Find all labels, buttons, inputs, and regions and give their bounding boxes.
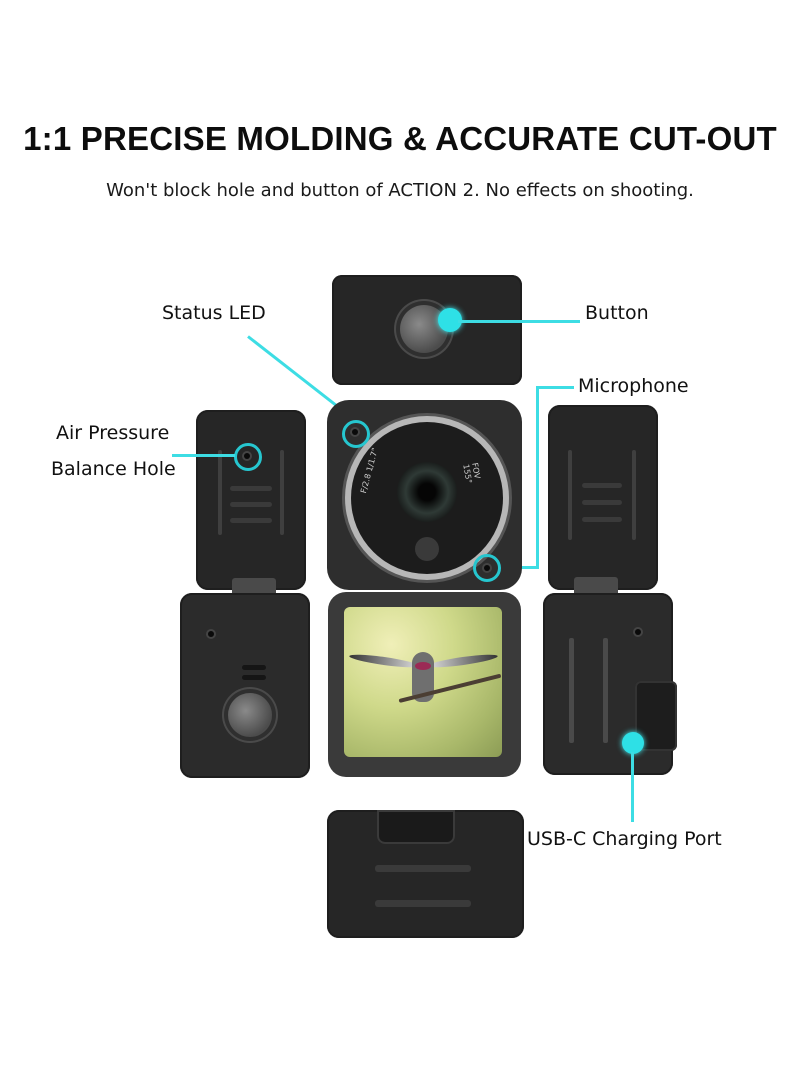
- label-air-pressure-line1: Air Pressure: [56, 422, 170, 444]
- slot: [569, 638, 574, 743]
- mic-leader-v: [536, 386, 539, 569]
- right-upper-case-piece: [548, 405, 658, 590]
- usb-c-leader-line: [631, 752, 634, 822]
- page-title: 1:1 PRECISE MOLDING & ACCURATE CUT-OUT: [23, 120, 777, 157]
- bird-left-wing: [348, 652, 420, 670]
- slot: [603, 638, 608, 743]
- bird-right-wing: [427, 652, 499, 670]
- label-button: Button: [585, 302, 649, 324]
- lens-spec-right: FOV 155°: [461, 462, 482, 485]
- mic-leader-h-top: [537, 386, 574, 389]
- bottom-hinge-cutout: [377, 810, 455, 844]
- right-lower-case-piece: [543, 593, 677, 775]
- camera-screen-module: [328, 592, 521, 777]
- bottom-case-piece: [327, 810, 524, 938]
- label-microphone: Microphone: [578, 375, 689, 397]
- side-hole: [208, 631, 214, 637]
- usb-c-marker-icon: [622, 732, 644, 754]
- left-upper-case-piece: [196, 410, 306, 590]
- bird-throat: [415, 662, 431, 670]
- button-leader-line: [458, 320, 580, 323]
- left-lower-case-piece: [180, 593, 310, 778]
- air-pressure-leader-line: [172, 454, 235, 457]
- groove: [230, 518, 272, 523]
- groove: [230, 486, 272, 491]
- label-air-pressure-line2: Balance Hole: [51, 458, 176, 480]
- label-status-led: Status LED: [162, 302, 266, 324]
- groove: [230, 502, 272, 507]
- groove: [582, 517, 622, 522]
- side-hole: [635, 629, 641, 635]
- groove: [375, 900, 471, 907]
- lens-ring: F/2.8 1/1.7" FOV 155°: [351, 422, 503, 574]
- groove: [280, 450, 284, 535]
- lens-spec-left: F/2.8 1/1.7": [359, 446, 380, 495]
- groove: [218, 450, 222, 535]
- hummingbird-screen-image: [344, 607, 502, 757]
- groove: [375, 865, 471, 872]
- microphone-marker-icon: [473, 554, 501, 582]
- top-case-piece: [332, 275, 522, 385]
- groove: [582, 500, 622, 505]
- vent-slot: [242, 665, 266, 670]
- page-subtitle: Won't block hole and button of ACTION 2.…: [106, 180, 694, 201]
- vent-slot: [242, 675, 266, 680]
- label-usb-c: USB-C Charging Port: [527, 828, 722, 850]
- sensor-window: [415, 537, 439, 561]
- groove: [568, 450, 572, 540]
- lens-icon: [397, 462, 457, 522]
- groove: [632, 450, 636, 540]
- groove: [582, 483, 622, 488]
- side-button: [228, 693, 272, 737]
- status-led-marker-icon: [342, 420, 370, 448]
- air-pressure-marker-icon: [234, 443, 262, 471]
